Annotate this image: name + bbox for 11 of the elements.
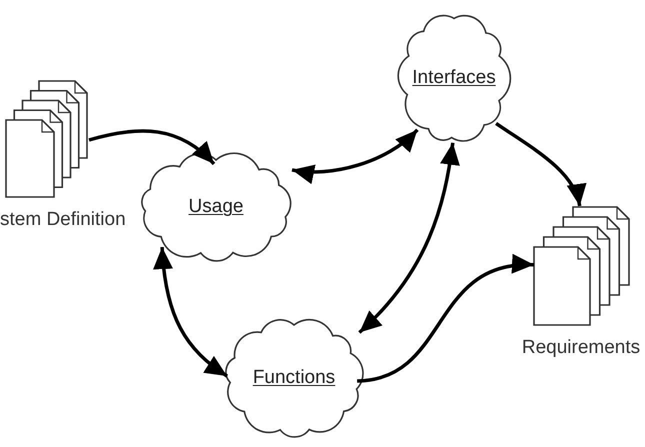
arrow	[358, 142, 460, 334]
arrow	[495, 122, 584, 206]
node-label: Functions	[252, 367, 336, 389]
arrow	[292, 128, 419, 184]
arrow	[88, 129, 216, 166]
arrow	[356, 256, 534, 383]
node-label: stem Definition	[0, 209, 126, 231]
node-label: Usage	[188, 196, 244, 218]
node-label: Requirements	[522, 337, 640, 359]
arrow	[154, 246, 228, 378]
node-label: Interfaces	[412, 67, 496, 89]
